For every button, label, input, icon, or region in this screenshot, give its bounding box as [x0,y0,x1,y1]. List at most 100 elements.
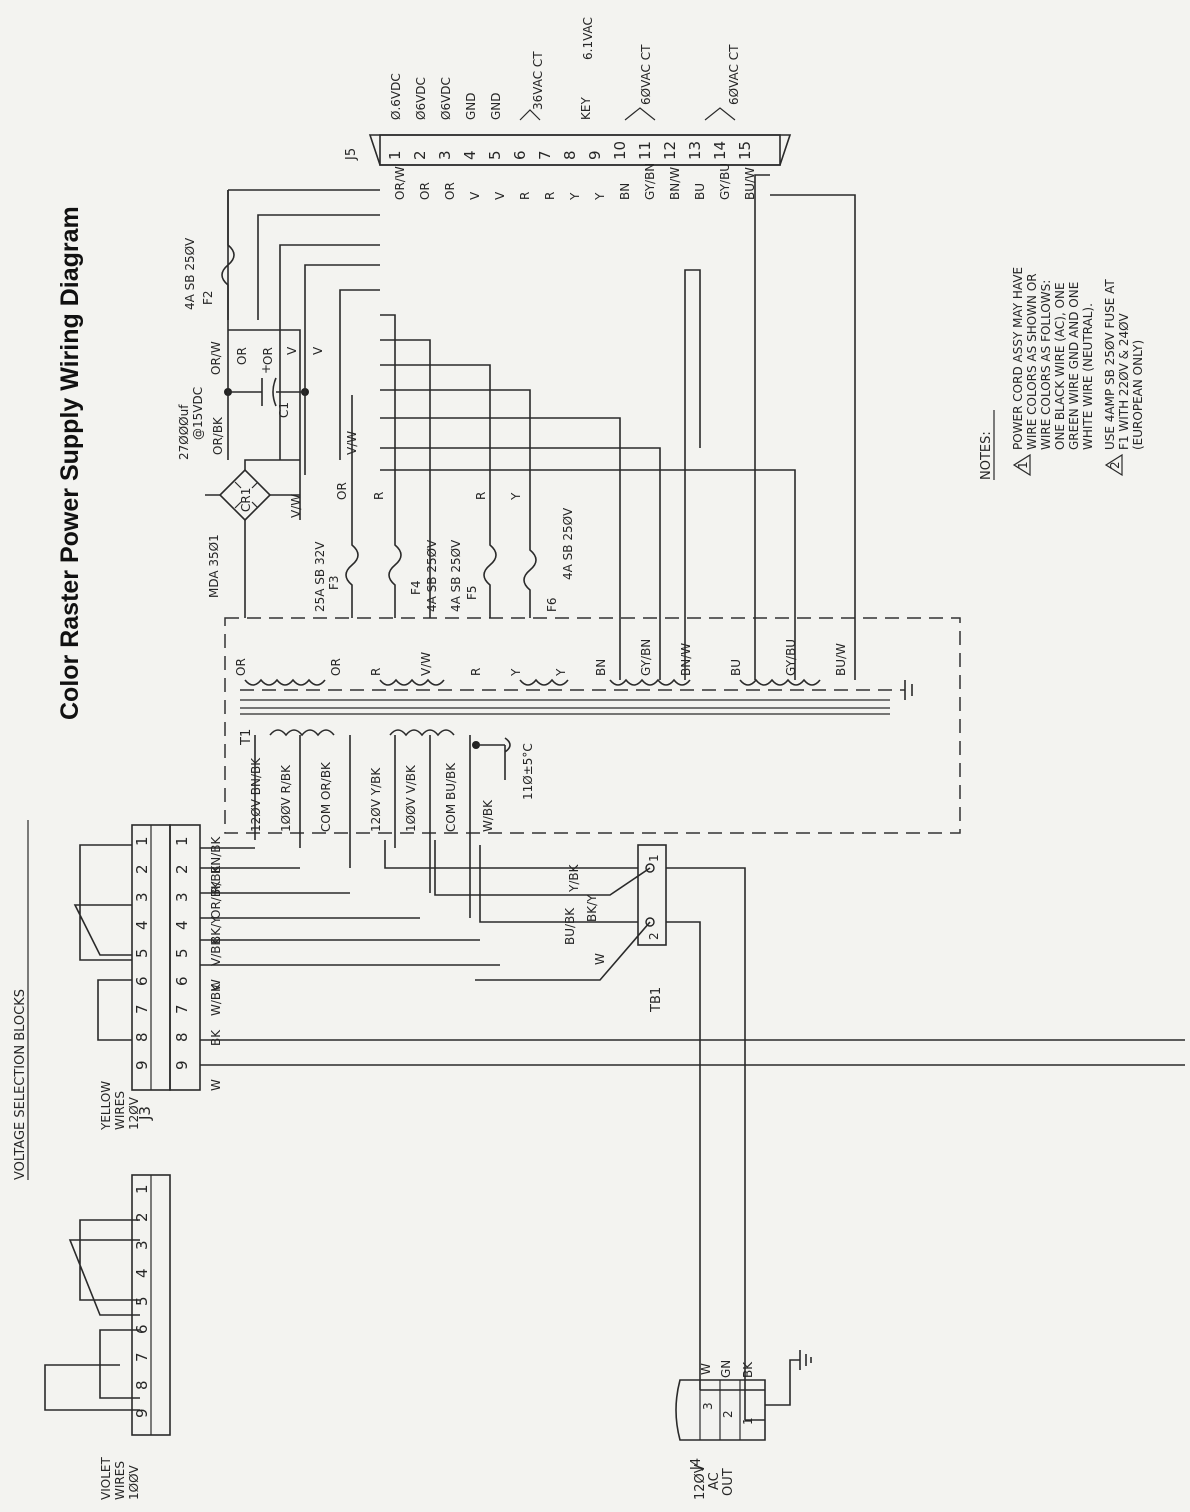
diagram-title: Color Raster Power Supply Wiring Diagram [56,206,84,720]
transformer-core [240,680,913,715]
violet-pin-5: 5 [133,1296,151,1306]
fuse-group [221,190,537,618]
note2-line2: F1 WITH 22ØV & 24ØV [1117,312,1131,450]
bridge-rectifier-cr1: CR1 [205,329,301,610]
ac-out-1: 12ØV [693,1464,708,1500]
violet-pin-6: 6 [133,1324,151,1334]
j3-wire-label-6: W [209,979,223,991]
j3-pin-7: 7 [173,1004,191,1014]
out-8: 6.1VAC [581,17,595,60]
j5-wire-10: BN [618,183,632,200]
j5-output-labels: Ø.6VDC Ø6VDC Ø6VDC GND GND 36VAC CT KEY … [389,17,741,121]
connector-j4: 3 2 1 W GN BK [675,1350,812,1441]
j5-pin-14: 14 [711,141,729,160]
violet-pin-8: 8 [133,1380,151,1390]
j5-pin-7: 7 [536,150,554,160]
out-7: KEY [579,97,593,120]
mid-wire-4: OR [261,347,275,365]
ac-out-2: AC [707,1472,722,1490]
note-marker-1: 1 [1016,461,1030,469]
j5-label: J5 [344,148,359,161]
j4-pin-2: 2 [721,1410,735,1418]
violet-label-1: VIOLET [99,1457,113,1500]
yellow-label-1: YELLOW [99,1081,113,1131]
mid-wire-6: V [311,346,325,355]
tb1-pin-1: 1 [647,854,661,862]
j3-pin-4: 4 [173,920,191,930]
j5-wire-3: OR [443,182,457,200]
cap-value: 27ØØØuf [177,404,191,460]
note2-line1: USE 4AMP SB 25ØV FUSE AT [1103,279,1117,450]
out-5: GND [489,92,503,120]
note1-line2: WIRE COLORS AS SHOWN OR [1025,273,1039,450]
cap-voltage: @15VDC [191,387,205,440]
primary-tap-3: COM OR/BK [319,761,333,832]
out-9: 6ØVAC CT [639,44,653,105]
note1-line5: GREEN WIRE GND AND ONE [1067,282,1081,450]
primary-coil-b [389,729,455,737]
j5-pin-8: 8 [561,150,579,160]
secondary-label-9: GY/BN [639,639,653,676]
mid-wire-9: OR [335,482,349,500]
thermal-rating-label: 11Ø±5°C [521,743,535,800]
j5-wire-1: OR/W [393,166,407,200]
fuse-f2-rating: 4A SB 25ØV [183,237,197,310]
j3-pin-5: 5 [173,948,191,958]
j4-wire-gn: GN [719,1360,733,1378]
notes-title: NOTES: [979,431,994,480]
j4-label: J4 [689,1458,704,1471]
j5-pin-11: 11 [636,141,654,160]
violet-label-3: 1ØØV [127,1464,141,1500]
primary-coil-a [269,729,335,737]
j3-pin-8: 8 [173,1032,191,1042]
tb1-wire-4: W [593,953,607,965]
j4-wire-bk: BK [741,1361,755,1378]
violet-pin-3: 3 [133,1240,151,1250]
j5-wire-2: OR [418,182,432,200]
j5-pin-9: 9 [586,150,604,160]
mid-wire-11: R [474,492,488,500]
yellow-pin-1: 1 [133,836,151,846]
j3-pin-1: 1 [173,836,191,846]
middle-wire-labels: OR/BK OR/W OR OR V V V/W V/W OR R R Y [209,341,523,518]
j3-pin-2: 2 [173,864,191,874]
j4-pin-1: 1 [741,1417,755,1425]
j5-wire-12: BN/W [668,167,682,200]
violet-pin-7: 7 [133,1352,151,1362]
secondary-coil-2 [379,678,445,686]
secondary-coil-5 [739,678,821,686]
out-6: 36VAC CT [531,51,545,110]
mid-wire-10: R [372,492,386,500]
j5-wire-7: R [543,192,557,200]
yellow-label-3: 12ØV [127,1096,141,1130]
j3-wire-label-5: V/BK [209,937,223,966]
j3-wire-label-8: BK [209,1029,223,1046]
j5-pin-1: 1 [386,150,404,160]
mid-wire-3: OR [235,347,249,365]
secondary-label-8: BN [594,659,608,676]
j3-pin-6: 6 [173,976,191,986]
primary-tap-5: 1ØØV V/BK [404,764,418,832]
mid-wire-12: Y [509,492,523,501]
secondary-label-2: OR [329,658,343,676]
fuse-f4-rating: 4A SB 25ØV [425,539,439,612]
mid-wire-8: V/W [289,494,303,518]
secondary-coil-3 [519,678,569,686]
cap-ref: C1 [277,402,291,418]
primary-tap-6: COM BU/BK [444,762,458,832]
secondary-label-12: GY/BU [784,639,798,676]
out-2: Ø6VDC [414,77,428,120]
j3-pin-3: 3 [173,892,191,902]
note1-line4: ONE BLACK WIRE (AC), ONE [1053,282,1067,450]
j5-wire-8: Y [568,192,582,201]
tb1-wire-2: BK/Y [585,894,599,922]
violet-pin-9: 9 [133,1408,151,1418]
j5-wire-4: V [468,191,482,200]
j5-pin-10: 10 [611,141,629,160]
svg-text:+: + [259,364,273,374]
yellow-pin-2: 2 [133,864,151,874]
primary-tap-2: 1ØØV R/BK [279,764,293,832]
